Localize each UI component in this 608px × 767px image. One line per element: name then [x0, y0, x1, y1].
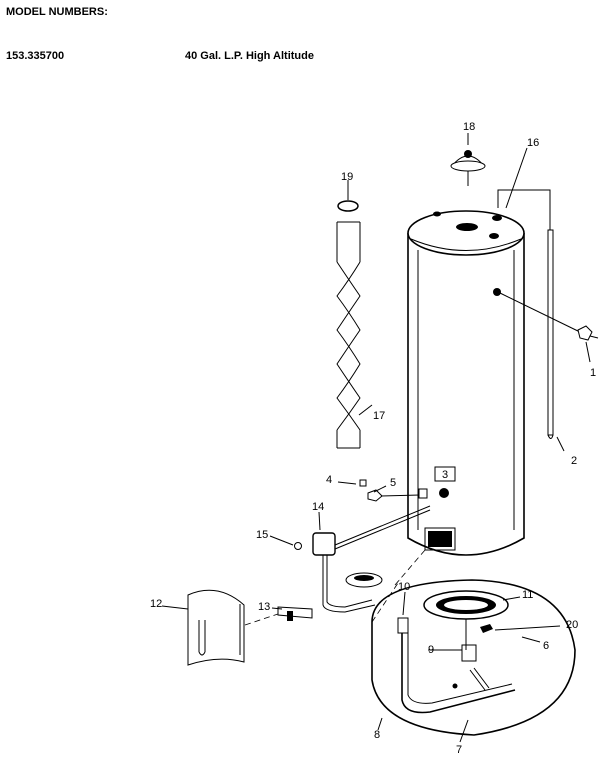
callout-16: 16	[527, 137, 539, 149]
flue-baffle	[336, 200, 361, 449]
relief-pipe	[497, 189, 554, 439]
callout-12: 12	[150, 598, 162, 610]
callout-3-box	[434, 466, 456, 482]
gas-control-valve	[312, 505, 431, 575]
drain-valve	[359, 479, 428, 502]
callout-19: 19	[341, 171, 353, 183]
callout-11: 11	[522, 589, 533, 601]
callout-2: 2	[571, 455, 577, 467]
burner-small	[322, 572, 383, 613]
tank	[407, 210, 525, 556]
model-number: 153.335700	[6, 50, 65, 62]
callout-1: 1	[590, 367, 596, 379]
callout-10: 10	[398, 581, 410, 593]
callout-15: 15	[256, 529, 268, 541]
knob	[294, 542, 302, 550]
callout-8: 8	[374, 729, 380, 741]
leader-dashes	[244, 549, 426, 626]
callout-3: 3	[442, 469, 448, 481]
callout-13: 13	[258, 601, 270, 613]
inner-door	[277, 606, 313, 621]
callout-9: 9	[428, 644, 434, 656]
draft-hood	[450, 150, 486, 186]
callout-5: 5	[390, 477, 396, 489]
callout-20: 20	[566, 619, 578, 631]
leader-lines	[161, 133, 591, 743]
callout-4: 4	[326, 474, 332, 486]
model-description: 40 Gal. L.P. High Altitude	[185, 50, 314, 62]
callout-6: 6	[543, 640, 549, 652]
detail-circle	[371, 579, 576, 736]
relief-valve	[499, 292, 599, 341]
callout-18: 18	[463, 121, 475, 133]
callout-17: 17	[373, 410, 385, 422]
outer-door	[187, 589, 245, 666]
model-numbers-heading: MODEL NUMBERS:	[6, 6, 108, 18]
callout-14: 14	[312, 501, 324, 513]
callout-7: 7	[456, 744, 462, 756]
